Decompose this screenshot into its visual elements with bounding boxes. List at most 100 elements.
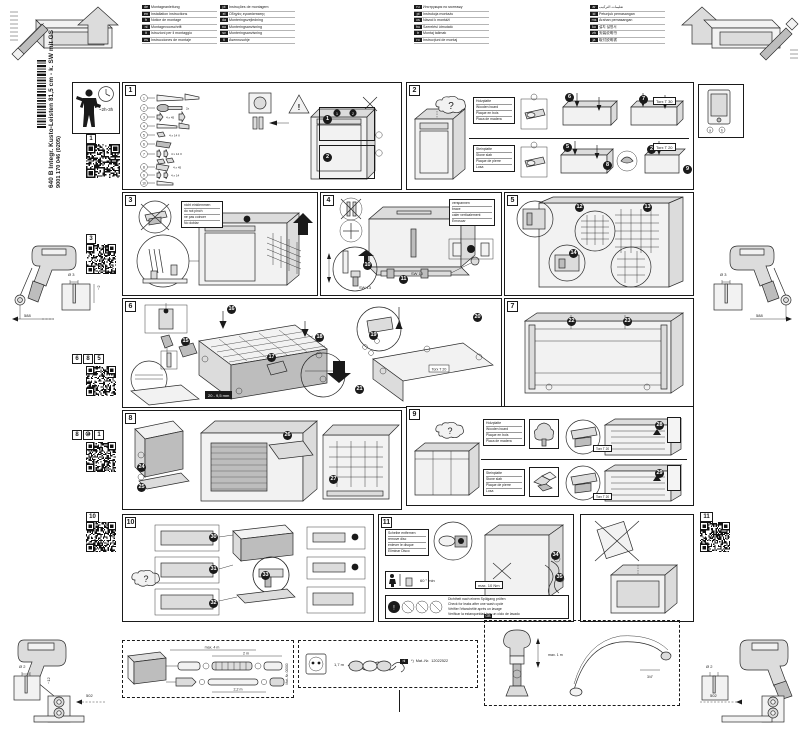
legend-lang-code-de: de — [142, 5, 150, 10]
qr-code-8101[interactable] — [86, 442, 116, 472]
qr-code-3[interactable] — [86, 244, 116, 274]
installer-time-box: ~2h-3h — [72, 82, 120, 134]
qr-label-8101: 8 ⑩ 1 — [72, 430, 104, 440]
legend-title-it: Istruzioni per il montaggio — [151, 31, 192, 35]
brace-line-0: verspannen — [452, 201, 492, 207]
panel-8-step-24: 24 — [137, 463, 146, 472]
cs-line-3: Losa — [476, 164, 484, 169]
legend-title-pl: Instrukcja montażu — [423, 11, 454, 16]
legend-title-cs: Návod k montáži — [423, 18, 450, 22]
panel-11-step-34: 34 — [551, 551, 560, 560]
panel-6: 6 — [122, 298, 502, 408]
panel-10-step-31: 31 — [209, 565, 218, 574]
brace-line-1: brace — [452, 207, 492, 213]
legend-lang-code-cs: cs — [414, 18, 422, 23]
panel-11: 11 Scheibe entfernen remove disc enlever… — [378, 514, 574, 622]
panel-10-number: 10 — [125, 517, 136, 528]
panel-6-step-18: 18 — [315, 333, 324, 342]
lc-line-0: Dichtheit nach einem Spülgang prüfen — [448, 597, 506, 602]
panel-9-level-bar-upper — [667, 417, 681, 443]
panel-6-step-19: 19 — [369, 331, 378, 340]
panel-11-number: 11 — [381, 517, 392, 528]
qr-label-5: 5 — [94, 354, 104, 364]
panel-5-step-14: 14 — [569, 249, 578, 258]
panel-9: 9 ? Holzplatte Wooden board Plaque en bo… — [406, 406, 694, 506]
panel-9-level-bar-lower — [667, 465, 681, 491]
svg-text:?: ? — [143, 574, 148, 584]
panel-7: 7 22 23 — [504, 298, 694, 408]
panel-6-number: 6 — [125, 301, 136, 312]
svg-text:4 x 14: 4 x 14 — [171, 174, 180, 178]
cs9-line-0: Steinplatte — [486, 471, 522, 477]
panel-2-step-5: 5 — [563, 143, 572, 152]
material-number-label: Mat.-Nr. — [415, 659, 430, 663]
qr-code-685[interactable] — [86, 366, 116, 396]
dnp-line-3: No doblar — [184, 220, 199, 225]
legend-lang-code-no: no — [220, 24, 228, 29]
panel-2-number: 2 — [409, 85, 420, 96]
drill-vignette-bottom-left: Ø 2 ~12 502 — [8, 630, 112, 723]
cw9-line-0: Holzplatte — [486, 421, 522, 427]
water-inlet-lang-code: GB — [484, 614, 492, 619]
callout-leak-check: Dichtheit nach einem Spülgang prüfen Che… — [446, 597, 566, 617]
legend-lang-code-zh: zh — [590, 31, 598, 36]
qr-code-11[interactable] — [700, 522, 730, 552]
qr-label-6: 6 — [72, 354, 82, 364]
legend-title-ar: تعليمات التركيب — [599, 5, 624, 9]
cw-line-1: Wooden board — [476, 105, 512, 111]
rd-line-0: Scheibe entfernen — [388, 531, 426, 537]
svg-text:2,2 m: 2,2 m — [234, 688, 243, 692]
drill-vignette-top-left: Ø 3 ~2 588 — [8, 240, 112, 326]
torque-max-tag: max. 10 Nm — [475, 581, 503, 589]
qr-code-1[interactable] — [86, 144, 120, 178]
drill-vignette-top-right: Ø 3 588 — [694, 240, 798, 326]
legend-lang-code-sv: sv — [220, 31, 228, 36]
cs-line-0: Steinplatte — [476, 147, 512, 153]
legend-lang-code-ru: ru — [414, 5, 422, 10]
legend-title-id: Petunjuk pemasangan — [599, 11, 635, 16]
panel-1-step-2: 2 — [323, 153, 332, 162]
rd-line-2: enlever le disque — [388, 543, 426, 549]
svg-text:5: 5 — [143, 134, 145, 138]
stone-material-icon — [529, 467, 559, 497]
panel-3-art — [127, 199, 315, 295]
panel-5: 5 — [504, 192, 694, 296]
svg-text:2: 2 — [143, 107, 145, 111]
svg-text:?: ? — [448, 101, 454, 112]
panel-4-step-11: 11 — [399, 275, 408, 284]
top-right-worktop-illustration — [700, 6, 800, 68]
panel-6-thickness-tag: 20 - 9,5 mm — [205, 391, 233, 399]
qr-code-10[interactable] — [86, 522, 116, 552]
panel-8: 8 — [122, 410, 402, 510]
legend-title-pt: Instruções de montagem — [229, 5, 269, 9]
drill-vignette-bottom-right: Ø 2 502 — [694, 630, 798, 723]
material-footnote: *) — [411, 659, 414, 663]
legend-title-en: Installation instructions — [151, 11, 188, 16]
panel-8-art — [127, 415, 400, 509]
panel-5-step-13: 13 — [643, 203, 652, 212]
legend-lang-code-el: el — [220, 11, 228, 16]
panel-3-number: 3 — [125, 195, 136, 206]
time-estimate-text: ~2h-3h — [99, 107, 114, 112]
svg-text:1: 1 — [143, 97, 145, 101]
legend-lang-code-tr: tr — [414, 31, 422, 36]
cw9-line-2: Plaque en bois — [486, 433, 522, 439]
legend-lang-code-pl: pl — [414, 11, 422, 16]
svg-text:3: 3 — [143, 116, 145, 120]
panel-10-step-32: 32 — [209, 599, 218, 608]
hose-diagram-box — [122, 640, 294, 698]
panel-no-tilt — [580, 514, 694, 622]
svg-text:10: 10 — [142, 182, 146, 186]
legend-title-ro: Instrucţiuni de montaj — [423, 37, 458, 42]
panel-1-parts-list: 1 2 2x 3 4 x 45 — [139, 93, 239, 187]
panel-2-step-2: 2 — [647, 145, 656, 154]
